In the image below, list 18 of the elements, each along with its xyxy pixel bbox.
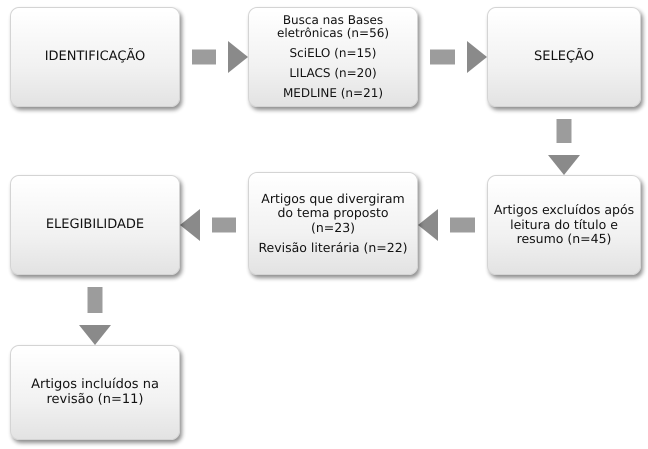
box-text: SELEÇÃO — [534, 50, 594, 64]
process-box — [10, 345, 180, 440]
process-box — [10, 175, 180, 275]
box-text: LILACS (n=20) — [289, 66, 377, 81]
box-text: Busca nas Bases eletrônicas (n=56) — [276, 14, 390, 42]
box-text: Artigos que divergiram do tema proposto (n=23) — [260, 192, 406, 235]
process-box — [248, 7, 418, 107]
process-box — [487, 175, 641, 275]
process-box — [10, 7, 180, 107]
box-text: ELEGIBILIDADE — [46, 218, 144, 232]
box-text: IDENTIFICAÇÃO — [44, 50, 146, 64]
box-text: Artigos excluídos após leitura do título e resumo (n=45) — [493, 203, 635, 247]
box-text: Revisão literária (n=22) — [258, 240, 408, 256]
box-text: SciELO (n=15) — [290, 47, 376, 61]
box-text: MEDLINE (n=21) — [282, 86, 384, 100]
process-box — [487, 7, 641, 107]
process-box — [248, 172, 418, 275]
box-text: Artigos incluídos na revisão (n=11) — [30, 378, 160, 408]
